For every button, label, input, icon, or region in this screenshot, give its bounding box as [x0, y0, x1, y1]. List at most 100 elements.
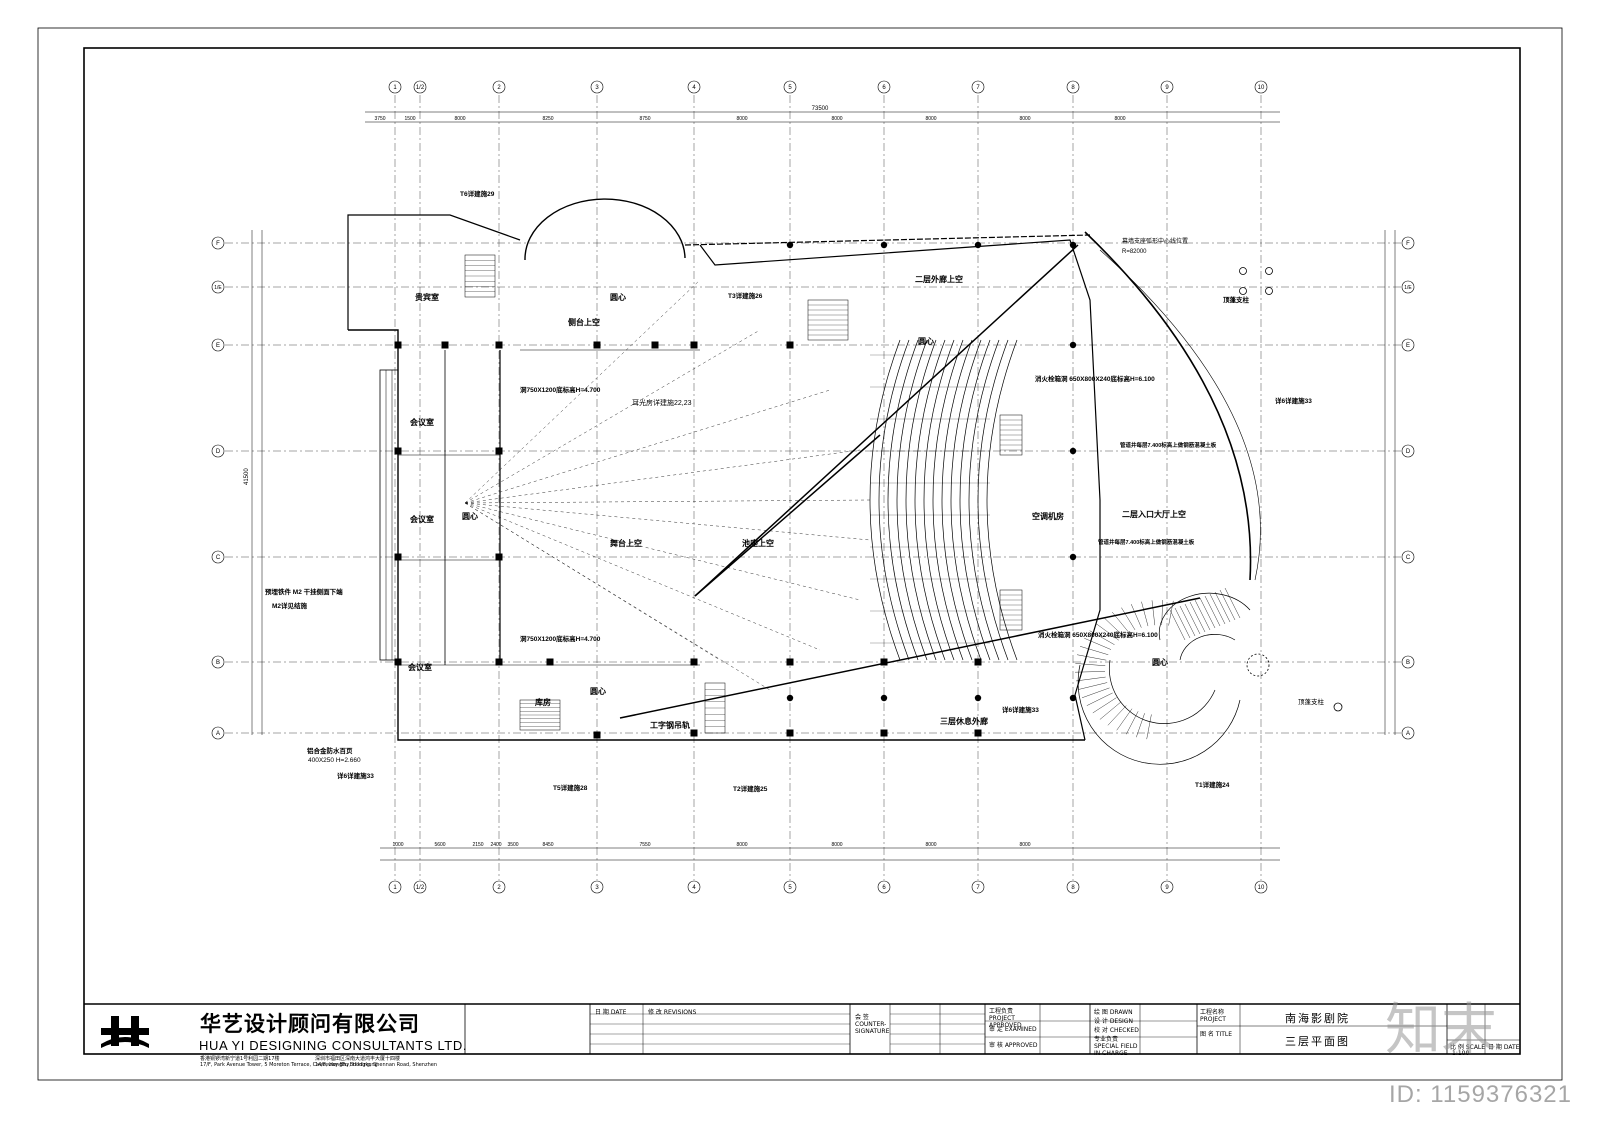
outer-border	[37, 27, 1563, 1081]
top-dim: 8000	[1019, 116, 1030, 122]
grid-label-row: A	[1406, 731, 1410, 737]
spiral-step	[1179, 605, 1196, 637]
grid-label-col: 9	[1165, 85, 1169, 91]
spiral-step	[1219, 589, 1236, 621]
spiral-step	[1131, 604, 1142, 628]
seat-row	[932, 339, 964, 661]
sightline	[464, 389, 831, 504]
sightline	[464, 502, 871, 541]
meeting-room-1: 会议室	[410, 417, 434, 427]
seat-row	[923, 339, 955, 661]
bottom-dim: 7550	[639, 842, 650, 848]
top-dim: 8000	[831, 116, 842, 122]
seat-row	[869, 339, 901, 661]
grid-label-row: F	[1406, 241, 1410, 247]
spiral-step	[1089, 630, 1115, 645]
grid-label-row: B	[1406, 660, 1410, 666]
column	[546, 658, 554, 666]
scale-label: 比 例 SCALE	[1450, 1044, 1486, 1051]
column	[441, 341, 449, 349]
seat-row	[878, 339, 910, 661]
grid-bubble-row	[211, 444, 225, 458]
spiral-step	[1121, 607, 1136, 631]
spiral-step	[1116, 708, 1133, 731]
grid-label-col: 1/2	[416, 885, 425, 891]
grid-bubble-col	[388, 80, 402, 94]
auditorium-seats	[869, 339, 1018, 661]
round-column	[974, 241, 982, 249]
grid-label-col: 3	[595, 85, 599, 91]
spiral-step	[1151, 600, 1156, 626]
circle-center-label-5: 圆心	[1152, 657, 1168, 667]
top-dim: 8000	[454, 116, 465, 122]
project-label: 工程名称 PROJECT	[1200, 1009, 1226, 1023]
date2-label: 日 期 DATE	[1488, 1044, 1520, 1051]
grid-label-col: 4	[692, 85, 696, 91]
grid-bubble-col	[687, 80, 701, 94]
grid-bubble-row	[1401, 338, 1415, 352]
company-name-en: HUA YI DESIGNING CONSULTANTS LTD.	[199, 1038, 468, 1053]
top-dim: 3750	[374, 116, 385, 122]
grid-bubble-row	[1401, 655, 1415, 669]
grid-label-col: 6	[882, 85, 886, 91]
column	[974, 658, 982, 666]
room-labels: 贵宾室 侧台上空 圆心 会议室 会议室 会议室 圆心 舞台上空 池座上空 二层外…	[408, 274, 1186, 730]
seat-row	[887, 339, 919, 661]
round-column	[1069, 694, 1077, 702]
address-sz: 深圳市福田区深南大道鸿丰大厦十四楼 14/F, HongFu Building,…	[315, 1056, 438, 1068]
spiral-step	[1136, 713, 1145, 738]
column	[495, 658, 503, 666]
drawn-cell: 绘 图 DRAWN	[1094, 1009, 1133, 1016]
left-overall-dim: 41500	[244, 468, 250, 485]
round-column	[974, 694, 982, 702]
column	[394, 447, 402, 455]
t5-note: T5详建施28	[553, 783, 588, 792]
spiral-step	[1199, 597, 1216, 629]
project-name: 南海影剧院	[1285, 1012, 1350, 1025]
spiral-step	[1184, 603, 1201, 635]
column	[974, 729, 982, 737]
spiral-step	[1076, 676, 1106, 682]
vip-room-label: 贵宾室	[415, 292, 439, 302]
arc-radius-note: R=82000	[1122, 249, 1147, 255]
spiral-step	[1092, 697, 1117, 714]
top-dim: 8750	[639, 116, 650, 122]
column	[394, 341, 402, 349]
spiral-step	[1079, 646, 1109, 655]
grid-bubble-col	[1066, 880, 1080, 894]
grid-bubble-row	[211, 236, 225, 250]
corridor-void-label: 二层外廊上空	[915, 274, 963, 284]
spiral-step	[1096, 623, 1119, 641]
m2-note: M2详见结施	[272, 601, 308, 610]
grid-label-row: D	[216, 449, 221, 455]
spiral-step	[1078, 682, 1108, 690]
dimension-lines	[251, 111, 1396, 861]
diagonal-lines	[619, 244, 1201, 719]
circle-center-label-2: 圆心	[462, 511, 478, 521]
grid-bubble-col	[971, 880, 985, 894]
examined-cell: 审 定 EXAMINED	[989, 1026, 1037, 1033]
grid-bubble-col	[971, 80, 985, 94]
grid-label-col: 8	[1071, 885, 1075, 891]
sightline	[464, 502, 821, 651]
approved-cell: 审 核 APPROVED	[989, 1042, 1038, 1049]
sightline	[464, 449, 861, 504]
spiral-step	[1214, 591, 1231, 623]
detail-6-33-b: 详6详建施33	[1002, 705, 1039, 714]
embedded-note: 预埋铁件 M2 干挂侧面下端	[265, 587, 343, 596]
grid-bubble-col	[783, 80, 797, 94]
bottom-dim: 8000	[925, 842, 936, 848]
company-name-zh: 华艺设计顾问有限公司	[200, 1012, 420, 1036]
company-logo	[101, 1016, 149, 1048]
spiral-step	[1209, 593, 1226, 625]
circle-center-label-4: 圆心	[918, 336, 934, 346]
title-block	[84, 1003, 1520, 1054]
grid-bubble-row	[1401, 444, 1415, 458]
grid-label-col: 2	[497, 85, 501, 91]
annotations: T6详建施29 T3详建施26 T1详建施24 T2详建施25 T5详建施28 …	[265, 189, 1325, 793]
hole-note-1: 洞750X1200底标高H=4.700	[520, 385, 601, 394]
seat-row	[941, 339, 973, 661]
t3-note: T3详建施26	[728, 291, 763, 300]
grid-bubble-col	[877, 80, 891, 94]
seat-row	[950, 339, 982, 661]
